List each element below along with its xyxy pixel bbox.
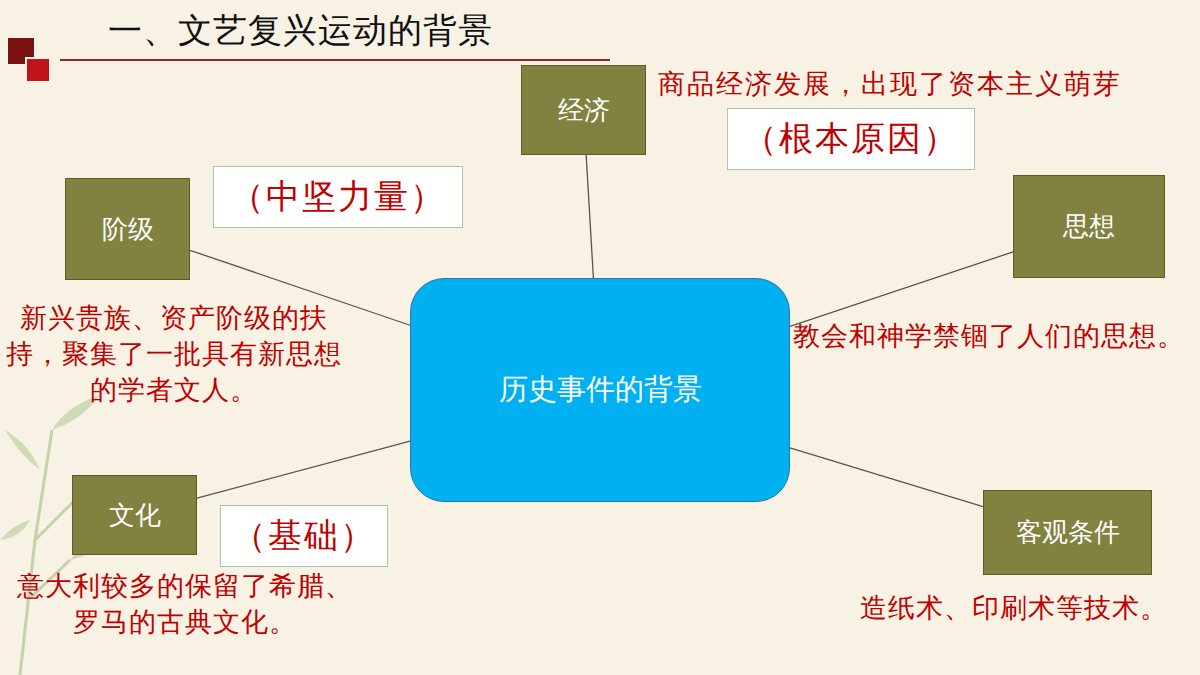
node-text: 历史事件的背景 (499, 370, 702, 410)
category-box: 经济 (521, 65, 646, 155)
category-box: 客观条件 (983, 490, 1152, 575)
role-tag: （基础） (220, 505, 388, 567)
connector-line (790, 448, 983, 507)
node-text: 经济 (558, 93, 610, 128)
economy-note: 商品经济发展，出现了资本主义萌芽 (658, 66, 1198, 102)
role-tag: （根本原因） (727, 108, 975, 170)
condition-note: 造纸术、印刷术等技术。 (860, 590, 1196, 626)
slide-title: 一、文艺复兴运动的背景 (108, 8, 493, 54)
node-text: 思想 (1063, 209, 1115, 244)
category-box: 思想 (1013, 175, 1165, 278)
node-text: （中坚力量） (230, 174, 446, 220)
category-box: 文化 (72, 475, 197, 555)
connector-line (790, 252, 1013, 327)
class-note: 新兴贵族、资产阶级的扶持，聚集了一批具有新思想的学者文人。 (4, 300, 344, 408)
title-underline (60, 59, 610, 61)
node-text: 阶级 (102, 212, 154, 247)
category-box: 阶级 (65, 178, 190, 280)
connector-line (586, 155, 593, 278)
culture-note: 意大利较多的保留了希腊、罗马的古典文化。 (6, 568, 364, 640)
central-topic: 历史事件的背景 (410, 278, 790, 502)
bamboo (20, 430, 75, 675)
node-text: （根本原因） (743, 116, 959, 162)
connector-line (197, 441, 410, 498)
title-square (26, 58, 50, 82)
node-text: 客观条件 (1016, 515, 1120, 550)
node-text: 文化 (109, 498, 161, 533)
role-tag: （中坚力量） (213, 166, 463, 228)
thought-note: 教会和神学禁锢了人们的思想。 (793, 318, 1197, 354)
node-text: （基础） (232, 513, 376, 559)
